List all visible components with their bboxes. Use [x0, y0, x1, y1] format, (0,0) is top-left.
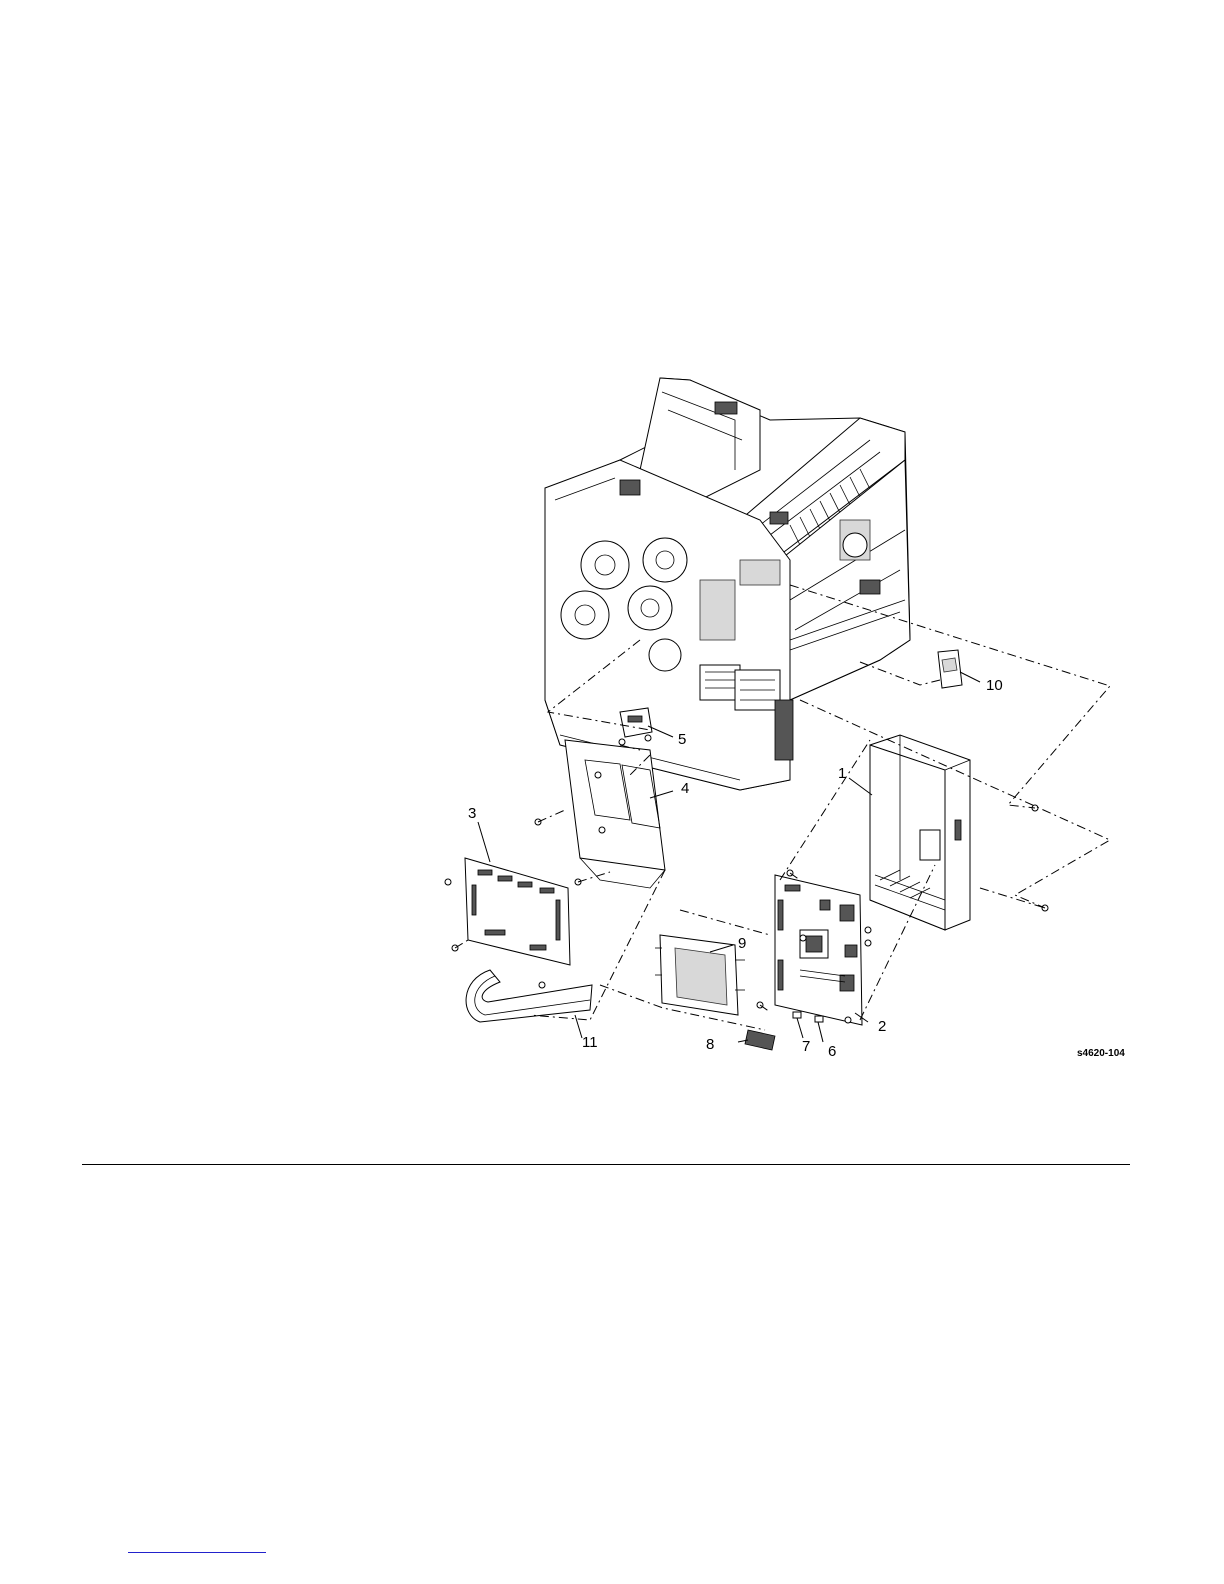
callout-5: 5: [678, 731, 686, 748]
callout-8: 8: [706, 1036, 714, 1053]
callout-10: 10: [986, 677, 1003, 694]
part-4-shield-bracket: [565, 740, 665, 888]
part-10-connector: [938, 650, 962, 688]
callout-3: 3: [468, 805, 476, 822]
part-9-module: [655, 935, 745, 1015]
callout-11: 11: [582, 1034, 598, 1051]
part-11-ribbon-cable: [466, 970, 592, 1022]
callout-7: 7: [802, 1038, 810, 1055]
part-8-card: [745, 1030, 775, 1050]
part-2-main-board: [775, 875, 862, 1025]
printer-chassis: [545, 378, 910, 790]
horizontal-divider: [82, 1164, 1130, 1165]
callout-2: 2: [878, 1018, 886, 1035]
part-6-clip: [815, 1016, 823, 1022]
part-7-clip: [793, 1012, 801, 1018]
part-3-circuit-board: [465, 858, 570, 965]
callout-4: 4: [681, 780, 689, 797]
callout-9: 9: [738, 935, 746, 952]
callout-1: 1: [838, 765, 846, 782]
callout-6: 6: [828, 1043, 836, 1060]
figure-id-label: s4620-104: [1077, 1048, 1125, 1059]
footer-link-underline[interactable]: [128, 1552, 266, 1553]
part-1-card-cage: [870, 735, 970, 930]
